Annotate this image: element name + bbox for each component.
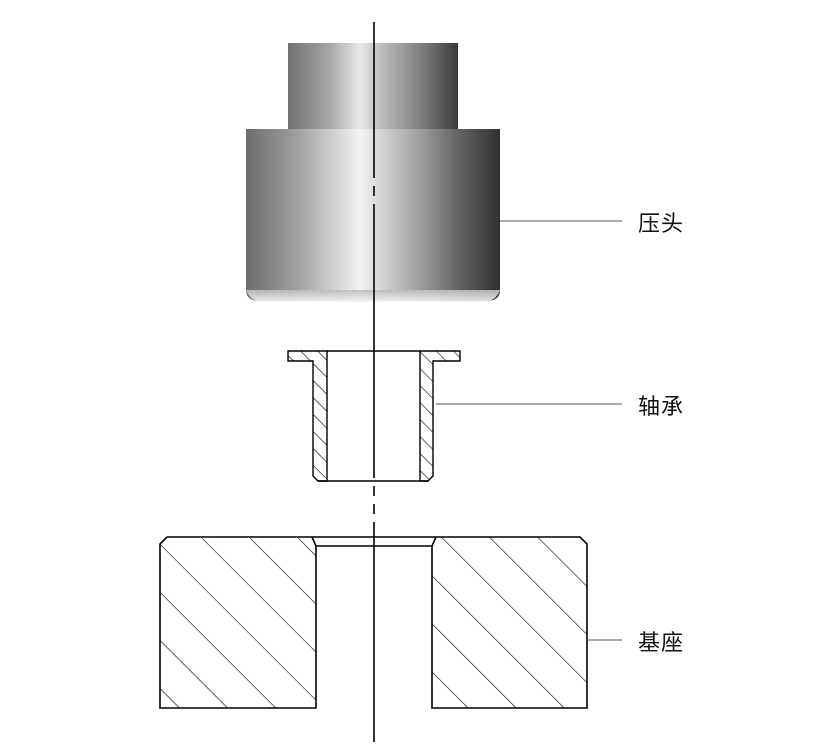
- bearing-right-section: [419, 350, 461, 482]
- press-head: [246, 43, 500, 302]
- press-head-top-step: [288, 43, 458, 129]
- base-right-section: [431, 536, 588, 709]
- bearing-label: 轴承: [638, 395, 685, 420]
- press-head-label: 压头: [638, 212, 685, 237]
- base-left-section: [159, 536, 317, 709]
- base-label: 基座: [638, 631, 685, 656]
- bearing: [287, 350, 461, 482]
- press-head-bottom-chamfer: [246, 290, 500, 302]
- press-head-body: [246, 129, 500, 301]
- base: [159, 536, 588, 709]
- leader-lines: [436, 220, 622, 641]
- bearing-left-section: [287, 350, 328, 482]
